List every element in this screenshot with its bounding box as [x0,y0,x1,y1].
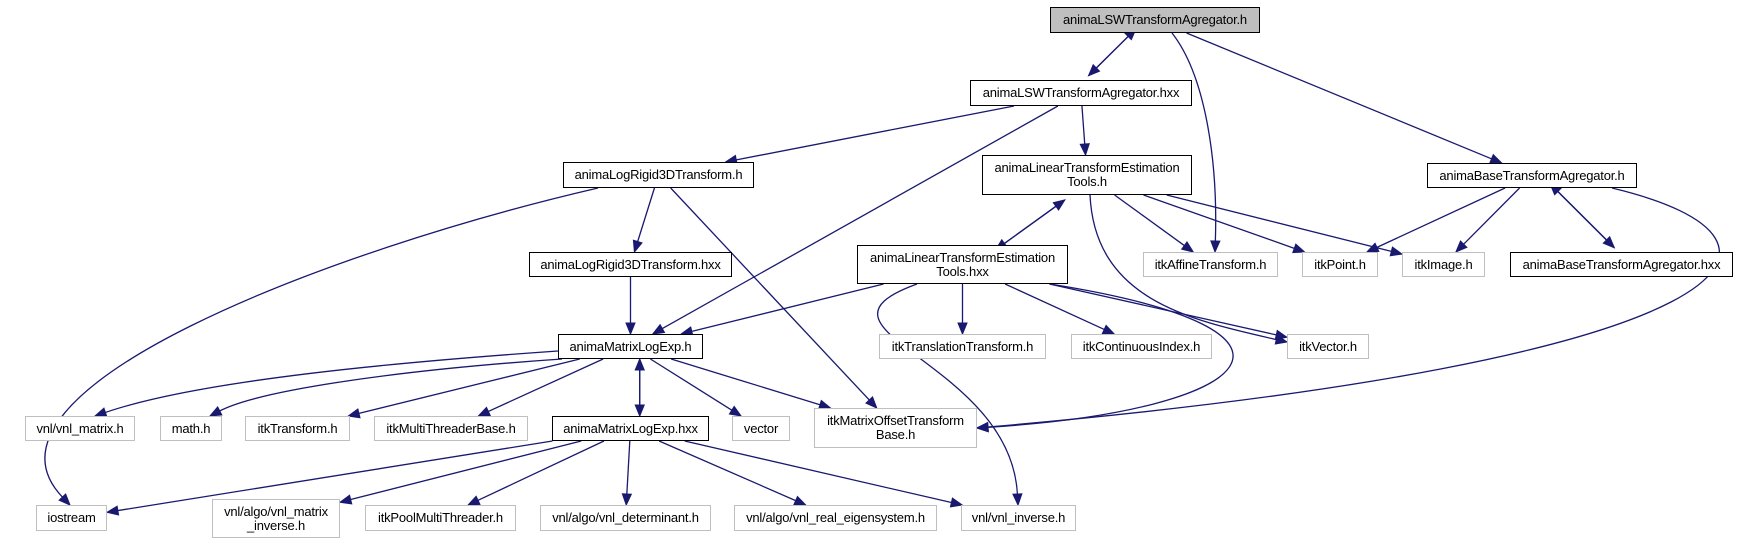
arrowhead-icon [1292,243,1306,254]
file-node-matoffset: itkMatrixOffsetTransform Base.h [814,408,977,448]
edge-base_hxx-to-base_h [1557,191,1615,249]
file-node-matinv: vnl/algo/vnl_matrix _inverse.h [212,499,340,538]
edge-base_h-to-image [1463,187,1521,245]
arrowhead-icon [634,357,645,371]
file-node-image: itkImage.h [1402,252,1485,277]
file-node-logrigid-hxx[interactable]: animaLogRigid3DTransform.hxx [529,252,732,277]
file-node-mle-hxx[interactable]: animaMatrixLogExp.hxx [552,416,709,441]
edge-lintools_hxx-to-lintools_h [995,205,1057,251]
edge-mle_h-to-matoffset [670,358,821,406]
arrowhead-icon [338,494,353,505]
file-node-vector: vector [732,416,790,441]
file-node-math: math.h [160,416,222,441]
arrowhead-icon [1052,199,1066,211]
arrowhead-icon [208,406,223,417]
file-node-mle-h[interactable]: animaMatrixLogExp.h [558,334,703,359]
edge-lswhxx-to-lintools_h [1081,105,1086,145]
edge-mle_h-to-vnl_matrix [105,350,559,414]
edge-mle_h-to-math [219,358,563,412]
edge-mle_hxx-to-iostream [117,440,553,512]
file-node-lintools-hxx[interactable]: animaLinearTransformEstimation Tools.hxx [857,245,1068,284]
edge-mle_hxx-to-pool [477,440,605,501]
arrowhead-icon [1012,493,1023,507]
edge-base_h-to-matoffset [987,187,1720,428]
edge-mle_hxx-to-eig [658,440,796,502]
arrowhead-icon [477,406,492,417]
file-node-root[interactable]: animaLSWTransformAgregator.h [1050,7,1260,33]
edge-lintools_h-to-affine [1114,194,1185,247]
edge-mle_hxx-to-vnlinv [684,440,952,504]
arrowhead-icon [793,495,807,506]
edge-lintools_hxx-to-matoffset [987,283,1234,428]
edge-mle_h-to-vector [650,358,733,411]
arrowhead-icon [975,421,989,433]
arrowhead-icon [1180,241,1195,253]
file-node-iostream: iostream [36,505,107,531]
edge-lintools_hxx-to-contindex [1004,283,1105,331]
file-node-mtbase: itkMultiThreaderBase.h [374,416,528,441]
file-node-translation: itkTranslationTransform.h [879,334,1046,359]
arrowhead-icon [58,493,71,506]
edge-lintools_hxx-to-mle_h [691,283,884,332]
file-node-vector-itk: itkVector.h [1287,334,1369,359]
arrowhead-icon [865,396,878,409]
edge-mle_hxx-to-det [626,440,631,495]
edge-lswhxx-to-root [1088,36,1129,77]
edge-lintools_h-to-vector_itk [1089,194,1277,341]
file-node-point: itkPoint.h [1302,252,1378,277]
file-node-pool: itkPoolMultiThreader.h [365,505,516,531]
arrowhead-icon [1101,324,1116,335]
edge-logrigid_h-to-iostream [44,187,599,498]
edge-base_h-to-point [1376,187,1506,248]
file-node-logrigid-h[interactable]: animaLogRigid3DTransform.h [563,162,754,188]
arrowhead-icon [651,323,666,335]
file-node-vnlinv: vnl/vnl_inverse.h [961,505,1076,531]
arrowhead-icon [346,408,361,419]
edge-mle_h-to-itktransform [358,358,580,415]
file-node-eig: vnl/algo/vnl_real_eigensystem.h [734,505,937,531]
arrowhead-icon [625,322,636,336]
file-node-vnl-matrix: vnl/vnl_matrix.h [25,416,135,441]
arrowhead-icon [1274,329,1289,340]
arrowhead-icon [1389,246,1404,257]
file-node-det: vnl/algo/vnl_determinant.h [540,505,711,531]
file-node-base-h[interactable]: animaBaseTransformAgregator.h [1427,163,1637,188]
arrowhead-icon [466,495,481,506]
file-node-contindex: itkContinuousIndex.h [1071,334,1212,359]
edge-root-to-affine [1171,32,1217,242]
arrowhead-icon [1489,153,1503,164]
edge-mle_h-to-mtbase [488,358,604,413]
file-node-itktransform: itkTransform.h [245,416,350,441]
file-node-lintools-h[interactable]: animaLinearTransformEstimation Tools.h [982,155,1192,195]
arrowhead-icon [949,497,964,508]
edge-logrigid_h-to-logrigid_hxx [637,187,656,242]
edge-lintools_h-to-point [1143,194,1295,249]
edge-root-to-base_h [1186,32,1492,160]
file-node-base-hxx[interactable]: animaBaseTransformAgregator.hxx [1510,252,1733,277]
arrowhead-icon [632,239,643,254]
arrowhead-icon [1454,240,1468,253]
arrowhead-icon [1210,240,1221,254]
edge-mle_hxx-to-matinv [350,440,582,501]
edge-lintools_h-to-image [1166,194,1392,253]
arrowhead-icon [105,505,120,516]
arrowhead-icon [957,322,968,336]
edge-lswhxx-to-mle_h [661,105,1059,330]
edge-logrigid_h-to-matoffset [670,187,870,401]
edge-lintools_hxx-to-vector_itk [1049,283,1277,336]
file-node-lswhxx[interactable]: animaLSWTransformAgregator.hxx [970,80,1192,106]
arrowhead-icon [1365,242,1380,253]
arrowhead-icon [621,493,633,507]
edge-lintools_hxx-to-vnlinv [876,283,1019,495]
arrowhead-icon [1079,143,1090,157]
edge-lswhxx-to-logrigid_h [736,105,1015,161]
arrowhead-icon [728,405,743,417]
file-node-affine: itkAffineTransform.h [1143,252,1278,277]
